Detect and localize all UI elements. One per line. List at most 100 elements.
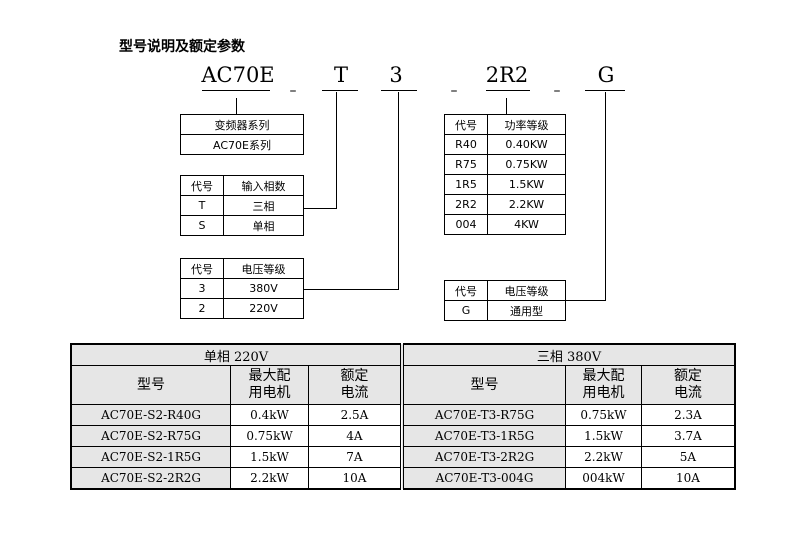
model-cell: AC70E-S2-2R2G (70, 467, 232, 490)
power-box-code: 1R5 (444, 174, 488, 195)
power-box-value: 4KW (487, 214, 566, 235)
code-power: 2R2 (485, 63, 529, 87)
code-phase-underline (322, 90, 358, 91)
column-header-model: 型号 (70, 365, 232, 405)
phase-box-row: S 单相 (180, 215, 304, 236)
type-box-header-code: 代号 (444, 280, 488, 301)
power-box-value: 0.75KW (487, 154, 566, 175)
series-box-value: AC70E系列 (180, 134, 304, 155)
current-cell: 4A (307, 425, 403, 447)
connector-voltage-h (303, 289, 399, 290)
model-cell: AC70E-S2-1R5G (70, 446, 232, 468)
connector-power (506, 98, 507, 114)
model-cell: AC70E-T3-R75G (399, 404, 567, 426)
code-series-underline (202, 90, 270, 91)
phase-box-row: T 三相 (180, 195, 304, 216)
current-cell: 10A (307, 467, 403, 490)
code-separator-2: – (450, 83, 458, 99)
motor-power-cell: 2.2kW (565, 446, 642, 468)
power-box-value: 1.5KW (487, 174, 566, 195)
current-cell: 3.7A (640, 425, 736, 447)
code-voltage: 3 (389, 63, 403, 87)
motor-power-cell: 1.5kW (230, 446, 309, 468)
type-box-row: G 通用型 (444, 300, 566, 321)
code-series: AC70E (201, 63, 275, 87)
current-cell: 7A (307, 446, 403, 468)
connector-type-h (564, 300, 606, 301)
voltage-box: 代号 电压等级 3 380V 2 220V (180, 258, 304, 319)
rating-table: 单相 220V 三相 380V 型号 最大配用电机 额定电流 型号 最大配用电机… (70, 343, 736, 490)
power-box-code: 004 (444, 214, 488, 235)
model-cell: AC70E-S2-R40G (70, 404, 232, 426)
power-box-value: 0.40KW (487, 134, 566, 155)
voltage-box-value: 220V (223, 298, 304, 319)
voltage-box-row: 2 220V (180, 298, 304, 319)
group-header-single-phase: 单相 220V (70, 343, 403, 366)
column-header-model: 型号 (399, 365, 567, 405)
connector-series (236, 98, 237, 114)
column-header-motor-line2: 用电机 (248, 385, 291, 401)
code-phase: T (333, 63, 348, 87)
code-type: G (597, 63, 615, 87)
model-cell: AC70E-T3-004G (399, 467, 567, 490)
phase-box-header-code: 代号 (180, 175, 224, 196)
connector-phase-h (303, 208, 337, 209)
phase-box-code: S (180, 215, 224, 236)
motor-power-cell: 0.75kW (565, 404, 642, 426)
column-header-current: 额定电流 (640, 365, 736, 405)
phase-box: 代号 输入相数 T 三相 S 单相 (180, 175, 304, 236)
motor-power-cell: 0.75kW (230, 425, 309, 447)
current-cell: 10A (640, 467, 736, 490)
column-header-motor-line2: 用电机 (582, 385, 625, 401)
column-header-current-line2: 电流 (673, 385, 702, 401)
voltage-box-code: 2 (180, 298, 224, 319)
table-row: AC70E-S2-R40G 0.4kW 2.5A AC70E-T3-R75G 0… (70, 404, 736, 426)
power-box-code: R40 (444, 134, 488, 155)
column-header-current-line2: 电流 (340, 385, 369, 401)
power-box-row: 2R2 2.2KW (444, 194, 566, 215)
power-box-row: 1R5 1.5KW (444, 174, 566, 195)
power-box-row: 004 4KW (444, 214, 566, 235)
type-box-header-name: 电压等级 (487, 280, 566, 301)
motor-power-cell: 004kW (565, 467, 642, 490)
table-row: AC70E-S2-R75G 0.75kW 4A AC70E-T3-1R5G 1.… (70, 425, 736, 447)
power-box-code: R75 (444, 154, 488, 175)
code-separator-3: – (553, 83, 561, 99)
column-header-motor: 最大配用电机 (565, 365, 642, 405)
model-cell: AC70E-S2-R75G (70, 425, 232, 447)
voltage-box-value: 380V (223, 278, 304, 299)
power-box-row: R75 0.75KW (444, 154, 566, 175)
current-cell: 2.3A (640, 404, 736, 426)
column-header-current: 额定电流 (307, 365, 403, 405)
connector-type-v (605, 92, 606, 301)
table-row: AC70E-S2-1R5G 1.5kW 7A AC70E-T3-2R2G 2.2… (70, 446, 736, 468)
type-box: 代号 电压等级 G 通用型 (444, 280, 566, 321)
type-box-code: G (444, 300, 488, 321)
power-box-header-name: 功率等级 (487, 114, 566, 135)
section-heading: 型号说明及额定参数 (119, 39, 245, 55)
phase-box-value: 单相 (223, 215, 304, 236)
motor-power-cell: 1.5kW (565, 425, 642, 447)
code-power-underline (486, 90, 530, 91)
voltage-box-code: 3 (180, 278, 224, 299)
model-cell: AC70E-T3-1R5G (399, 425, 567, 447)
power-box: 代号 功率等级 R40 0.40KW R75 0.75KW 1R5 1.5KW … (444, 114, 566, 235)
power-box-row: R40 0.40KW (444, 134, 566, 155)
column-header-current-line1: 额定 (340, 368, 369, 384)
series-box-title: 变频器系列 (180, 114, 304, 135)
table-row: AC70E-S2-2R2G 2.2kW 10A AC70E-T3-004G 00… (70, 467, 736, 490)
connector-phase-v (336, 92, 337, 209)
current-cell: 2.5A (307, 404, 403, 426)
power-box-code: 2R2 (444, 194, 488, 215)
code-voltage-underline (381, 90, 417, 91)
voltage-box-header-code: 代号 (180, 258, 224, 279)
current-cell: 5A (640, 446, 736, 468)
phase-box-code: T (180, 195, 224, 216)
group-header-three-phase: 三相 380V (399, 343, 736, 366)
column-header-motor-line1: 最大配 (582, 368, 625, 384)
motor-power-cell: 2.2kW (230, 467, 309, 490)
column-header-motor-line1: 最大配 (248, 368, 291, 384)
voltage-box-header-name: 电压等级 (223, 258, 304, 279)
type-box-value: 通用型 (487, 300, 566, 321)
phase-box-header-name: 输入相数 (223, 175, 304, 196)
